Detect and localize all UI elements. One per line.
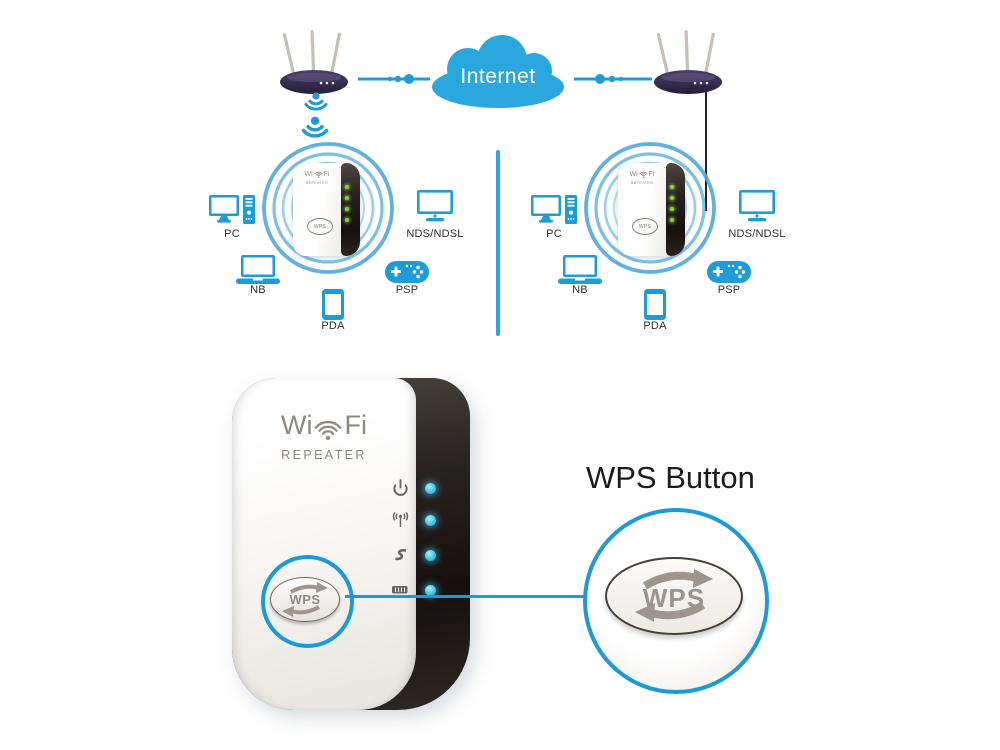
product-repeater-label: REPEATER: [281, 448, 367, 462]
mini-repeater-logo: Wi Fi: [618, 171, 666, 178]
wps-callout-button: WPS: [605, 557, 743, 635]
link-dots-right: [574, 74, 652, 84]
device-label-nb-right: NB: [572, 284, 588, 296]
laptop-icon: [236, 255, 280, 284]
section-divider: [496, 150, 500, 336]
gamepad-icon: [385, 261, 429, 283]
device-label-pda-right: PDA: [643, 320, 667, 332]
mini-logo-fi: Fi: [323, 171, 330, 178]
mini-logo-fi: Fi: [648, 171, 655, 178]
device-label-pc-right: PC: [546, 228, 562, 240]
mini-led: [345, 207, 349, 211]
cloud-icon: [432, 35, 564, 108]
ethernet-port-icon: [392, 586, 408, 594]
mini-repeater-label: REPEATER: [630, 181, 654, 185]
internet-label: Internet: [460, 65, 536, 88]
callout-title: WPS Button: [586, 460, 755, 495]
mini-wps-label: WPS: [313, 223, 327, 230]
led-ethernet: [425, 585, 436, 596]
mini-wps-label: WPS: [638, 223, 652, 230]
router-icon-left: [280, 30, 348, 94]
device-label-pc-left: PC: [224, 228, 240, 240]
callout-connector-line: [345, 595, 585, 598]
phone-icon: [644, 289, 666, 320]
router-icon-right: [654, 30, 722, 94]
device-label-nb-left: NB: [250, 284, 266, 296]
device-label-psp-left: PSP: [395, 284, 419, 296]
mini-repeater-led-strip: [341, 163, 360, 256]
pc-icon: [209, 195, 255, 224]
link-dots-left: [358, 74, 430, 84]
product-logo-fi: Fi: [344, 410, 367, 440]
power-icon: [393, 479, 408, 496]
wifi-arcs-icon: [639, 171, 648, 178]
wps-highlight-ring: [261, 555, 354, 648]
ethernet-wire: [705, 92, 707, 211]
mini-repeater-right: Wi Fi REPEATER WPS: [618, 163, 685, 256]
phone-icon: [322, 289, 344, 320]
mini-wps-button: WPS: [307, 218, 333, 235]
device-label-psp-right: PSP: [717, 284, 741, 296]
led-wireless: [425, 515, 436, 526]
internet-cloud: Internet: [428, 33, 568, 109]
mini-led: [345, 196, 349, 200]
device-label-nds-left: NDS/NDSL: [406, 228, 464, 240]
pc-icon: [531, 195, 577, 224]
led-power: [425, 483, 436, 494]
mini-led: [345, 185, 349, 189]
mini-led: [670, 196, 674, 200]
mini-logo-wi: Wi: [304, 171, 313, 178]
wifi-arcs-icon: [314, 171, 323, 178]
repeater-mode-icon: [395, 548, 407, 561]
wireless-icon: [392, 512, 409, 528]
wifi-arcs-icon: [315, 420, 342, 440]
mini-repeater-led-strip: [666, 163, 685, 256]
wps-arrows-icon: [635, 569, 713, 622]
mini-repeater-left: Wi Fi REPEATER WPS: [293, 163, 360, 256]
led-repeater: [425, 550, 436, 561]
mini-led: [670, 218, 674, 222]
mini-repeater-logo: Wi Fi: [293, 171, 341, 178]
wifi-signal-down-icon: [304, 92, 328, 111]
mini-repeater-label: REPEATER: [305, 181, 329, 185]
gamepad-icon: [707, 261, 751, 283]
product-logo-wi: Wi: [281, 410, 313, 440]
callout-wps-label: WPS: [642, 583, 706, 613]
mini-led: [670, 185, 674, 189]
wifi-signal-down-icon: [301, 116, 329, 138]
device-label-nds-right: NDS/NDSL: [728, 228, 786, 240]
device-label-pda-left: PDA: [321, 320, 345, 332]
mini-wps-button: WPS: [632, 218, 658, 235]
product-logo: Wi Fi: [278, 410, 370, 441]
mini-logo-wi: Wi: [629, 171, 638, 178]
mini-led: [345, 218, 349, 222]
monitor-icon: [417, 190, 453, 222]
laptop-icon: [558, 255, 602, 284]
mini-led: [670, 207, 674, 211]
monitor-icon: [739, 190, 775, 222]
